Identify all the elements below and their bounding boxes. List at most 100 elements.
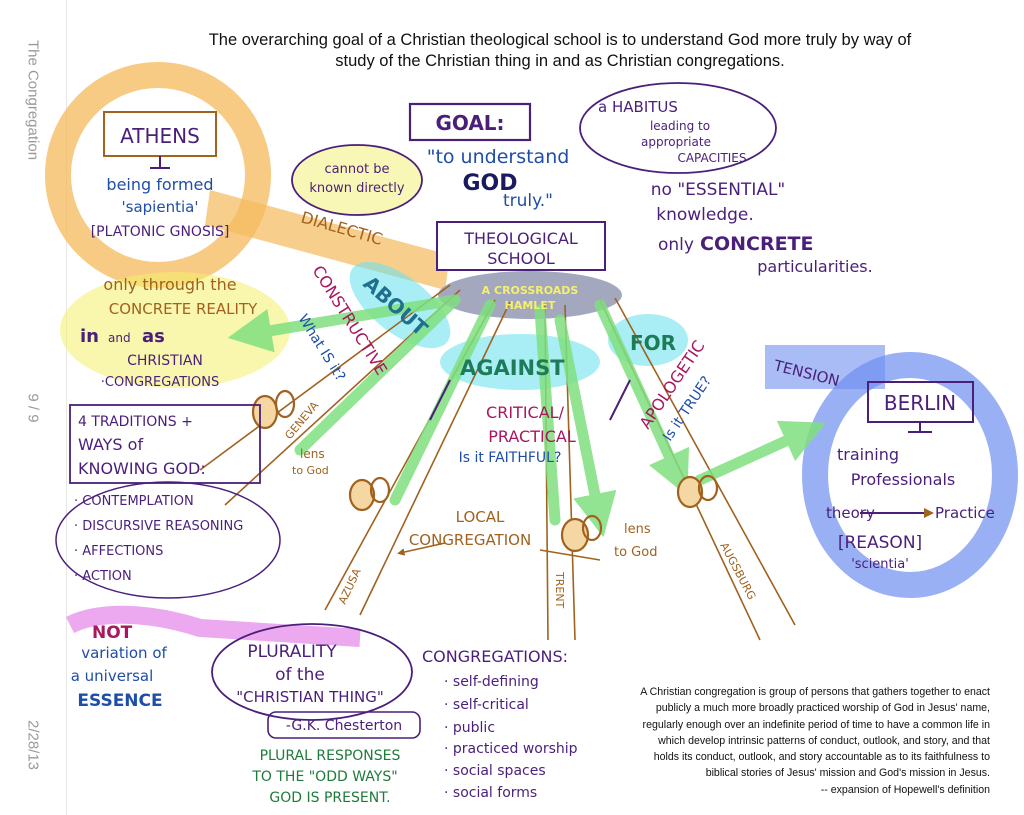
school-line-2: SCHOOL	[487, 249, 555, 268]
faithful-label: Is it FAITHFUL?	[459, 450, 562, 466]
traditions-line-3: KNOWING GOD:	[78, 459, 206, 478]
athens-line-2: 'sapientia'	[122, 198, 199, 216]
lens-geneva-icon	[251, 389, 296, 430]
congregation-item: · public	[444, 720, 495, 736]
habitus-line-3: appropriate	[641, 135, 711, 149]
definition-attribution: -- expansion of Hopewell's definition	[820, 783, 990, 796]
essential-only: only	[658, 235, 694, 255]
cloud-known-directly	[291, 144, 423, 216]
tradition-item: · AFFECTIONS	[74, 544, 163, 559]
against-label: AGAINST	[460, 356, 565, 380]
concrete-line-2: CONCRETE REALITY	[109, 300, 258, 318]
athens-label: ATHENS	[120, 124, 200, 148]
critical-line-1: CRITICAL/	[486, 403, 565, 422]
congregation-item: · self-critical	[444, 697, 529, 713]
hamlet-line-1: A CROSSROADS	[482, 284, 579, 297]
lens-augsburg-icon	[676, 474, 719, 509]
critical-line-2: PRACTICAL	[488, 427, 576, 446]
habitus-line-2: leading to	[650, 119, 710, 133]
tension-highlight	[765, 345, 885, 389]
for-label: FOR	[630, 331, 676, 355]
chesterton-box	[267, 711, 421, 739]
concrete-and: and	[108, 331, 131, 345]
concrete-as: as	[142, 326, 165, 347]
definition-line: A Christian congregation is group of per…	[640, 686, 990, 698]
athens-line-3: [PLATONIC GNOSIS]	[91, 224, 230, 240]
lens-right-line-1: lens	[624, 522, 651, 537]
for-highlight	[608, 314, 688, 366]
plural-line-2: TO THE "ODD WAYS"	[251, 769, 397, 785]
title-line-2: study of the Christian thing in and as C…	[335, 52, 785, 70]
hamlet-line-2: HAMLET	[505, 299, 556, 312]
plurality-line-1: PLURALITY	[247, 642, 337, 662]
congregation-item: · practiced worship	[444, 741, 578, 757]
plurality-line-3: "CHRISTIAN THING"	[236, 688, 383, 706]
traditions-line-2: WAYS of	[78, 435, 143, 454]
definition-line: holds its conduct, outlook, and story ac…	[653, 751, 990, 764]
tradition-item: · DISCURSIVE REASONING	[74, 519, 243, 534]
berlin-label: BERLIN	[884, 391, 956, 415]
traditions-cloud	[55, 481, 281, 599]
lens-icons	[251, 389, 719, 553]
goal-label: GOAL:	[435, 111, 504, 135]
plurality-line-2: of the	[275, 665, 325, 685]
traditions-box	[69, 404, 261, 484]
essential-line-2: knowledge.	[656, 205, 754, 225]
berlin-stem	[908, 422, 932, 433]
page-title: The overarching goal of a Christian theo…	[150, 30, 970, 72]
road-azusa-label: AZUSA	[336, 566, 364, 606]
goal-box	[408, 102, 532, 142]
congregation-item: · social forms	[444, 785, 537, 801]
lens-left-line-2: to God	[292, 464, 329, 477]
definition-line: publicly a much more broadly practiced w…	[655, 702, 990, 715]
berlin-theory: theory	[826, 504, 875, 522]
dialectic-highlight	[205, 190, 450, 290]
not-highlight	[65, 605, 361, 647]
lens-left-line-1: lens	[300, 447, 325, 461]
congregation-item: · self-defining	[444, 674, 539, 690]
known-line-1: cannot be	[324, 162, 389, 177]
definition-line: biblical stories of Jesus' mission and G…	[705, 767, 990, 780]
chesterton-label: -G.K. Chesterton	[286, 718, 402, 734]
lens-right-line-2: to God	[614, 545, 657, 560]
berlin-practice: Practice	[935, 504, 995, 522]
berlin-line-4: [REASON]	[838, 533, 922, 553]
known-line-2: known directly	[309, 181, 405, 196]
athens-stem	[150, 156, 170, 169]
berlin-highlight	[802, 352, 1018, 598]
berlin-line-1: training	[837, 445, 899, 464]
cloud-habitus	[579, 82, 777, 174]
school-box	[436, 221, 606, 271]
lens-azusa-icon	[348, 476, 391, 512]
not-label: NOT	[92, 623, 133, 643]
goal-line-2: GOD	[462, 171, 517, 196]
concrete-line-5: ·CONGREGATIONS	[101, 375, 219, 390]
road-trent-label: TRENT	[553, 571, 566, 609]
traditions-line-1: 4 TRADITIONS +	[78, 414, 193, 430]
essential-line-1: no "ESSENTIAL"	[651, 180, 786, 200]
habitus-line-1: a HABITUS	[598, 98, 678, 116]
congregations-title: CONGREGATIONS:	[422, 647, 568, 666]
plurality-cloud	[211, 623, 413, 721]
plural-line-3: GOD IS PRESENT.	[269, 790, 390, 806]
concrete-highlight	[60, 272, 290, 388]
berlin-line-2: Professionals	[851, 470, 956, 489]
variation-line-2: a universal	[71, 667, 154, 685]
variation-line-3: ESSENCE	[77, 691, 162, 711]
essential-concrete: CONCRETE	[700, 233, 814, 255]
habitus-line-4: CAPACITIES	[677, 151, 746, 165]
athens-line-1: being formed	[106, 175, 213, 194]
title-line-1: The overarching goal of a Christian theo…	[208, 31, 912, 49]
lens-trent-icon	[560, 514, 603, 553]
school-line-1: THEOLOGICAL	[463, 229, 578, 248]
tradition-item: · CONTEMPLATION	[74, 494, 194, 509]
green-arrows	[227, 294, 827, 538]
concrete-in: in	[80, 326, 99, 347]
essential-line-4: particularities.	[757, 257, 872, 276]
definition-line: regularly enough over an indefinite peri…	[642, 718, 990, 731]
berlin-line-5: 'scientia'	[851, 557, 909, 572]
plural-line-1: PLURAL RESPONSES	[260, 748, 401, 764]
congregation-item: · social spaces	[444, 763, 546, 779]
variation-line-1: variation of	[81, 644, 167, 662]
